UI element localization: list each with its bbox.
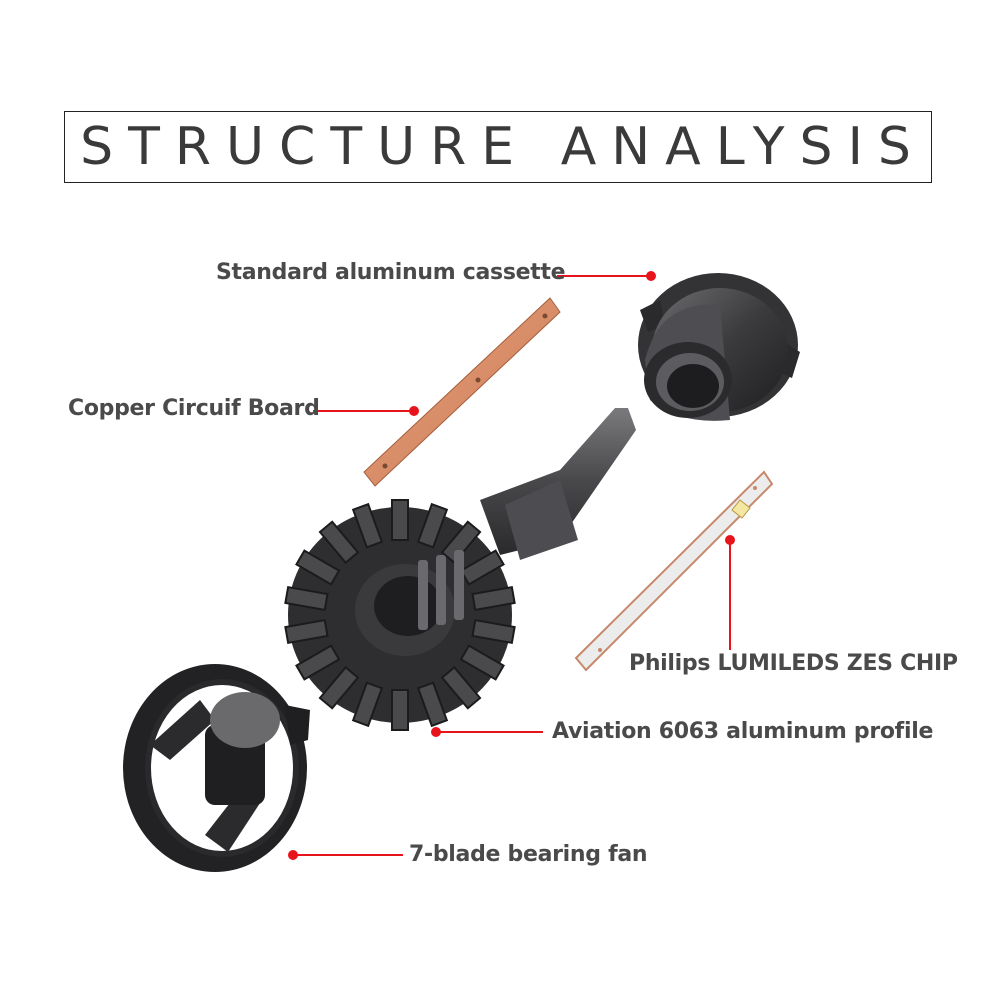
copper-board-illustration (363, 297, 561, 487)
label-fan: 7-blade bearing fan (409, 842, 648, 867)
page-title: STRUCTURE ANALYSIS (80, 117, 926, 177)
title-box: STRUCTURE ANALYSIS (64, 111, 932, 183)
chip-pointer-dot (725, 535, 735, 545)
label-cassette: Standard aluminum cassette (216, 260, 566, 285)
copper-board-pointer-dot (409, 406, 419, 416)
heatsink-illustration (284, 499, 516, 731)
chip-board-illustration (574, 470, 774, 672)
label-chip: Philips LUMILEDS ZES CHIP (629, 651, 958, 676)
fan-pointer-dot (288, 850, 298, 860)
label-copper-board: Copper Circuif Board (68, 396, 320, 421)
cassette-pointer-dot (646, 271, 656, 281)
cassette-illustration (638, 273, 800, 421)
profile-pointer-dot (431, 727, 441, 737)
label-profile: Aviation 6063 aluminum profile (552, 719, 934, 744)
leader-lines (288, 271, 735, 860)
fan-illustration (123, 664, 310, 872)
shaft-illustration (480, 408, 636, 560)
